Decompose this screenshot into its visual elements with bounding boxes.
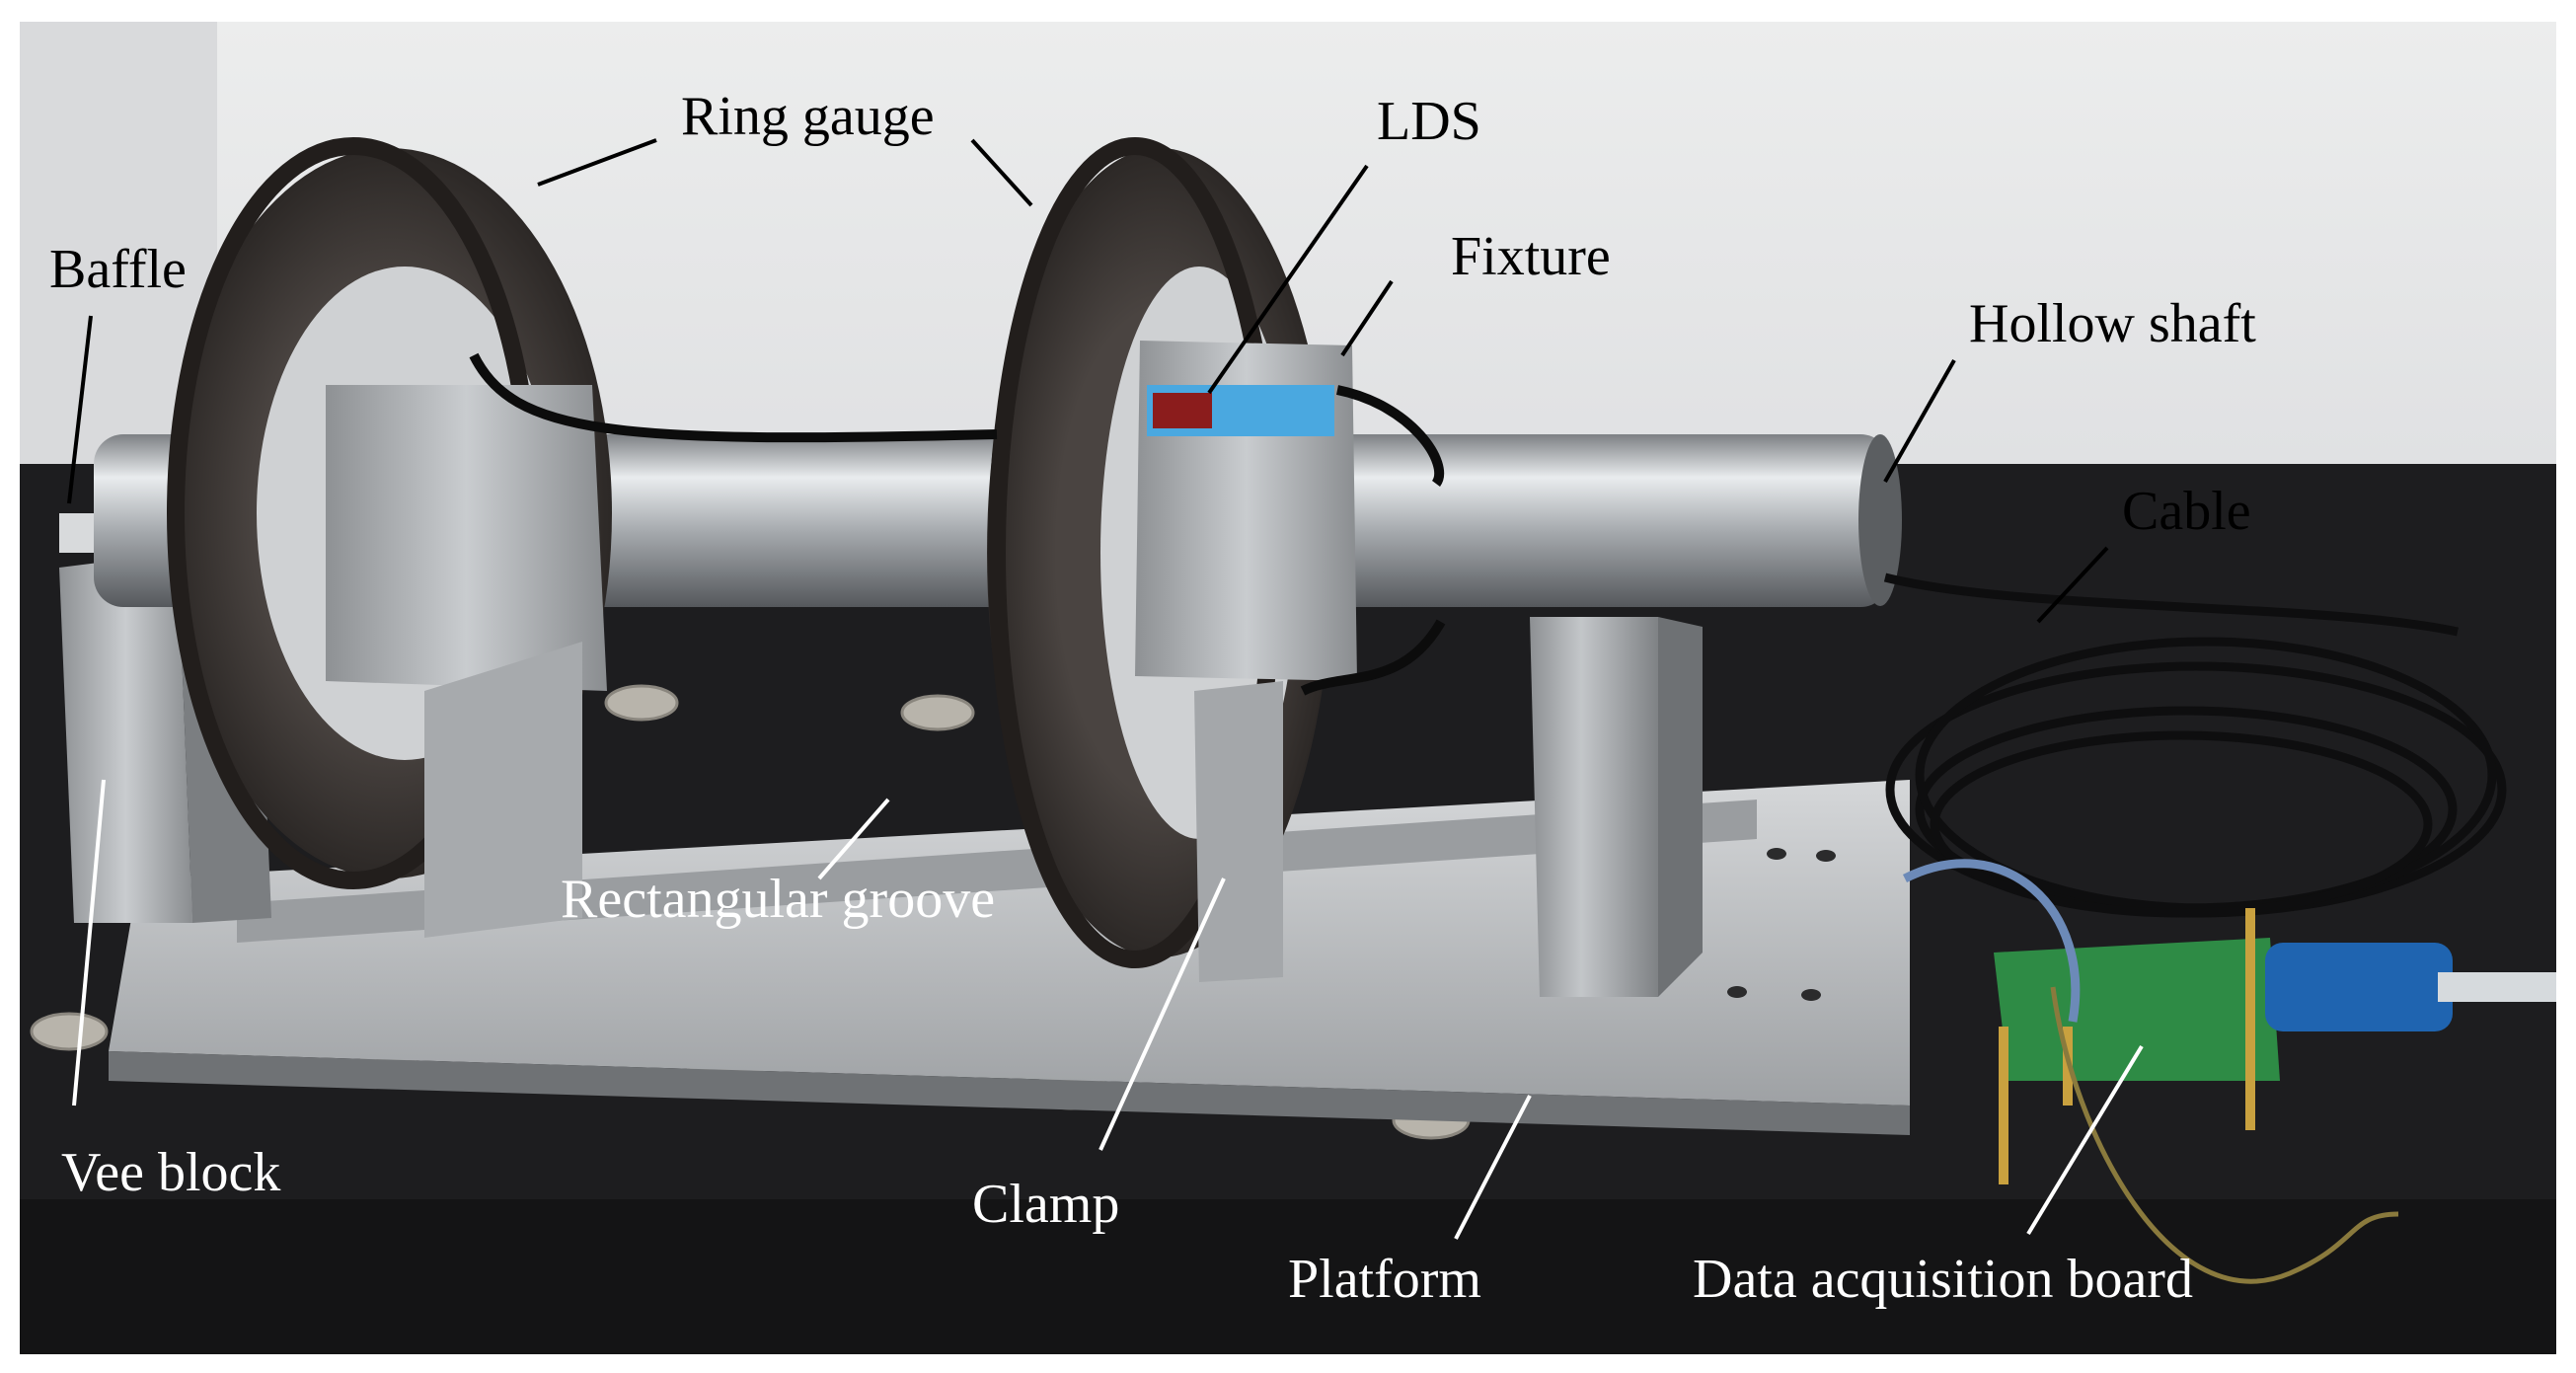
- label-platform: Platform: [1288, 1249, 1481, 1310]
- callout-leader-lines-white: [72, 779, 2144, 1240]
- label-fixture: Fixture: [1451, 226, 1611, 287]
- callout-leader-lines: [67, 138, 2109, 624]
- label-vee-block: Vee block: [61, 1142, 281, 1203]
- label-ring-gauge: Ring gauge: [681, 86, 935, 147]
- label-clamp: Clamp: [972, 1174, 1120, 1235]
- cable-coil: [1883, 572, 2507, 918]
- support-post: [1530, 617, 1703, 997]
- label-baffle: Baffle: [49, 239, 187, 300]
- data-acquisition-board: [1902, 859, 2556, 1284]
- label-lds: LDS: [1377, 91, 1481, 152]
- sensor-cables: [469, 352, 1446, 696]
- granite-edge: [20, 1199, 2556, 1354]
- lds-sensor: [1147, 385, 1334, 436]
- label-data-acquisition-board: Data acquisition board: [1693, 1249, 2193, 1310]
- label-rectangular-groove: Rectangular groove: [561, 869, 996, 930]
- label-hollow-shaft: Hollow shaft: [1969, 293, 2256, 354]
- left-measuring-block: [326, 385, 607, 938]
- label-cable: Cable: [2122, 481, 2251, 542]
